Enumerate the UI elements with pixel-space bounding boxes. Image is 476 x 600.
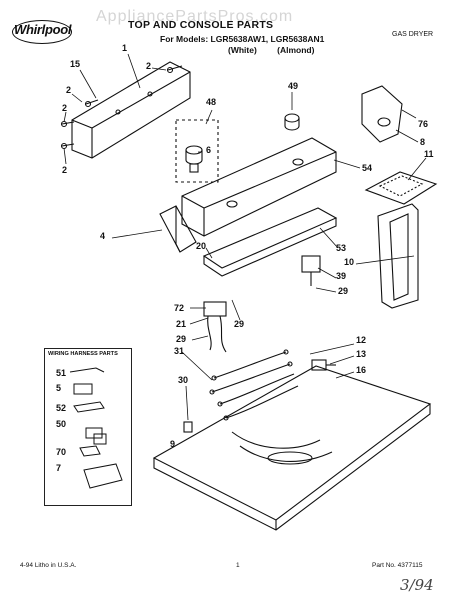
litho-note: 4-94 Litho in U.S.A.	[20, 562, 77, 569]
part-callout: 29	[176, 334, 187, 344]
part-callout: 31	[174, 346, 185, 356]
console-rail	[202, 207, 338, 269]
wire-harness	[209, 349, 333, 465]
knob	[185, 145, 203, 173]
part-callout: 39	[336, 271, 347, 281]
part-callout: 12	[356, 335, 367, 345]
switch	[301, 255, 321, 273]
part-number: Part No. 4377115	[372, 562, 423, 569]
model-variants: (White) (Almond)	[228, 45, 315, 55]
part-callout: 29	[338, 286, 349, 296]
diagram-title: TOP AND CONSOLE PARTS	[128, 19, 274, 31]
part-callout: 29	[234, 319, 245, 329]
harness-label: 50	[56, 419, 67, 429]
timer-knob	[284, 113, 300, 131]
handwritten-date: 3/94	[400, 576, 434, 594]
model-numbers: For Models: LGR5638AW1, LGR5638AN1	[160, 34, 325, 44]
part-callout: 30	[178, 375, 189, 385]
harness-label: 70	[56, 447, 67, 457]
part-callout: 10	[344, 257, 355, 267]
console-end-cap	[159, 205, 197, 253]
rear-bracket	[71, 61, 191, 159]
harness-inset-parts	[69, 367, 123, 489]
harness-label: 7	[56, 463, 62, 473]
part-callout: 2	[66, 85, 72, 95]
brand-logo: Whirlpool	[14, 22, 72, 37]
screws	[60, 65, 183, 150]
part-callout: 2	[62, 103, 68, 113]
document-type: GAS DRYER	[392, 31, 434, 38]
part-callout: 13	[356, 349, 367, 359]
part-callout: 4	[100, 231, 106, 241]
part-callout: 20	[196, 241, 207, 251]
part-callout: 11	[424, 149, 434, 159]
harness-label: 52	[56, 403, 67, 413]
part-callout: 76	[418, 119, 429, 129]
side-bracket	[361, 85, 403, 143]
wiring-harness-title: WIRING HARNESS PARTS	[48, 351, 118, 357]
part-callout: 53	[336, 243, 347, 253]
part-callout: 16	[356, 365, 367, 375]
terminal-block	[203, 301, 227, 317]
brand-logo-oval	[12, 20, 72, 44]
part-callout: 2	[146, 61, 152, 71]
knob-group-box	[175, 119, 219, 183]
wiring-harness-box	[44, 348, 132, 506]
lint-filter-top	[364, 171, 438, 205]
part-callout: 48	[206, 97, 217, 107]
harness-label: 5	[56, 383, 62, 393]
part-callout: 15	[70, 59, 81, 69]
part-callout: 49	[288, 81, 299, 91]
part-callout: 8	[420, 137, 426, 147]
thermostat	[311, 359, 336, 371]
clip	[183, 421, 193, 433]
part-callout: 1	[122, 43, 128, 53]
part-callout: 72	[174, 303, 185, 313]
part-callout: 6	[206, 145, 212, 155]
part-callout: 54	[362, 163, 373, 173]
harness-label: 51	[56, 368, 67, 378]
lint-filter-housing	[377, 203, 419, 309]
part-callout: 2	[62, 165, 68, 175]
console-panel	[181, 137, 337, 237]
part-callout: 9	[170, 439, 176, 449]
part-callout: 21	[176, 319, 187, 329]
page-number: 1	[236, 562, 240, 569]
watermark: AppliancePartsPros.com	[96, 8, 294, 25]
